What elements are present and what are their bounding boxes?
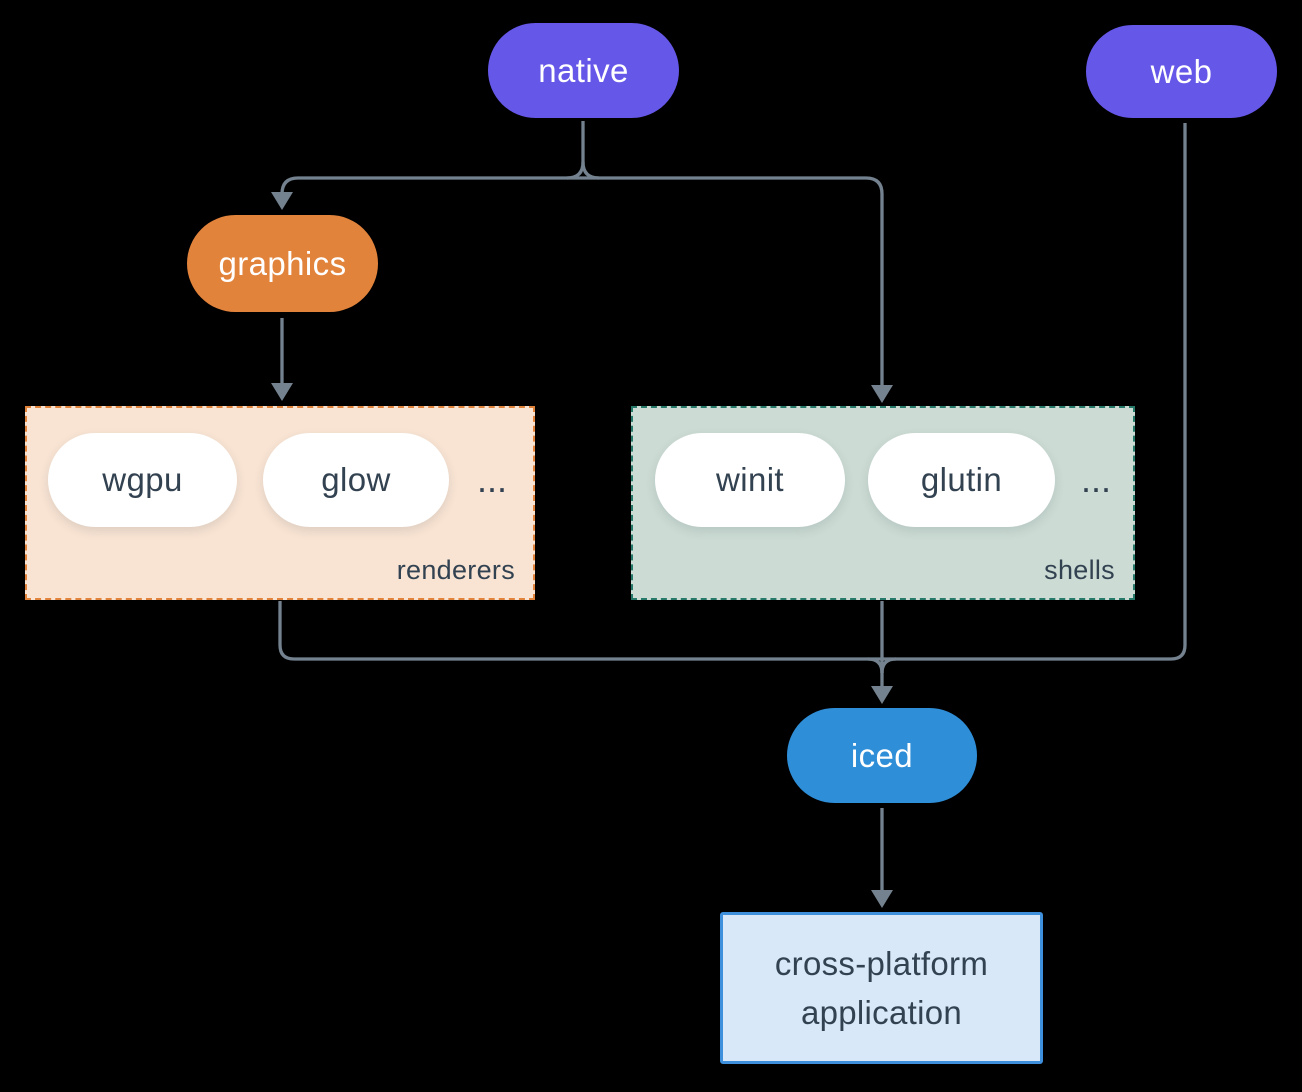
- edge-merge-flare-right: [880, 657, 897, 674]
- node-web: web: [1086, 25, 1277, 118]
- node-iced: iced: [787, 708, 977, 803]
- pill-wgpu: wgpu: [48, 433, 237, 527]
- arrowhead-into-app: [871, 890, 893, 908]
- arrowhead-into-graphics: [271, 192, 293, 210]
- ellipsis-shells: ...: [1080, 459, 1111, 500]
- pill-glutin-label: glutin: [920, 461, 1003, 498]
- pill-glow: glow: [263, 433, 449, 527]
- edge-native-flare-left: [566, 161, 585, 180]
- edge-split-rail: [280, 176, 884, 385]
- group-shells-label: shells: [1044, 555, 1115, 585]
- ellipsis-renderers: ...: [476, 459, 507, 500]
- node-native: native: [488, 23, 679, 118]
- arrowhead-into-shells: [871, 385, 893, 403]
- edge-merge-rail: [278, 123, 1187, 661]
- group-shells: winit glutin ... shells: [631, 406, 1135, 600]
- node-iced-label: iced: [850, 736, 914, 774]
- node-native-label: native: [538, 51, 629, 89]
- node-web-label: web: [1150, 52, 1213, 90]
- pill-winit-label: winit: [715, 461, 785, 498]
- edge-native-flare-right: [581, 161, 600, 180]
- pill-glutin: glutin: [868, 433, 1055, 527]
- pill-wgpu-label: wgpu: [102, 461, 183, 498]
- arrowhead-into-renderers: [271, 383, 293, 401]
- pill-winit: winit: [655, 433, 845, 527]
- group-renderers-label: renderers: [396, 555, 515, 585]
- node-graphics-label: graphics: [218, 244, 347, 282]
- node-graphics: graphics: [187, 215, 378, 312]
- app-box: cross-platform application: [720, 912, 1043, 1064]
- arrowhead-into-iced: [871, 686, 893, 704]
- app-box-line1: cross-platform: [774, 945, 989, 982]
- app-box-line2: application: [800, 994, 963, 1031]
- edge-merge-flare-left: [867, 657, 884, 674]
- pill-glow-label: glow: [321, 461, 391, 498]
- group-renderers: wgpu glow ... renderers: [25, 406, 535, 600]
